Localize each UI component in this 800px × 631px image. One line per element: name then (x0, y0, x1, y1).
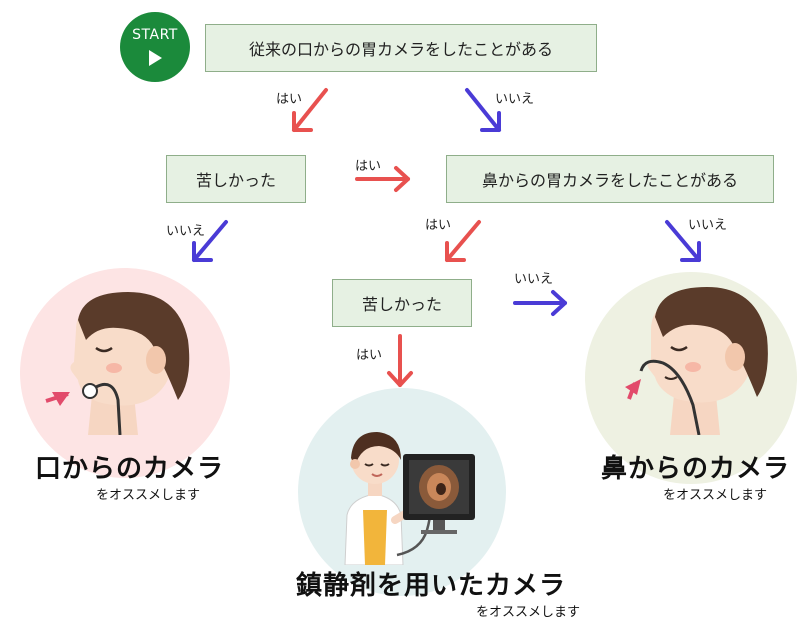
answer-no-3: いいえ (688, 218, 728, 233)
play-icon (149, 50, 162, 66)
answer-no-1: いいえ (495, 92, 535, 107)
answer-no-2: いいえ (166, 224, 206, 239)
arrow-yes-4 (387, 334, 413, 387)
result-oral-subtitle: をオススメします (96, 488, 201, 503)
arrow-yes-3 (445, 220, 481, 262)
nasal-endoscopy-patient-illustration (625, 287, 768, 435)
result-sedation-title: 鎮静剤を用いたカメラ (296, 571, 567, 601)
question-was-painful-1: 苦しかった (166, 155, 306, 203)
question-was-painful-1-text: 苦しかった (195, 171, 276, 190)
start-button[interactable]: START (120, 12, 190, 82)
result-nasal-title: 鼻からのカメラ (601, 454, 791, 484)
question-oral-experience-text: 従来の口からの胃カメラをしたことがある (248, 40, 553, 59)
answer-yes-2: はい (355, 159, 382, 174)
question-nasal-experience-text: 鼻からの胃カメラをしたことがある (481, 171, 738, 190)
doctor-with-monitor-illustration (344, 432, 475, 565)
answer-no-4: いいえ (514, 272, 554, 287)
answer-yes-3: はい (425, 218, 452, 233)
start-label: START (132, 27, 178, 43)
oral-endoscopy-patient-illustration (45, 292, 190, 435)
question-oral-experience: 従来の口からの胃カメラをしたことがある (205, 24, 597, 72)
question-nasal-experience: 鼻からの胃カメラをしたことがある (446, 155, 774, 203)
result-oral-title: 口からのカメラ (35, 454, 225, 484)
result-nasal-subtitle: をオススメします (663, 488, 768, 503)
answer-yes-4: はい (356, 348, 383, 363)
arrow-no-4 (513, 290, 567, 316)
answer-yes-1: はい (276, 92, 303, 107)
result-sedation-subtitle: をオススメします (476, 605, 581, 620)
question-was-painful-2: 苦しかった (332, 279, 472, 327)
question-was-painful-2-text: 苦しかった (361, 295, 442, 314)
